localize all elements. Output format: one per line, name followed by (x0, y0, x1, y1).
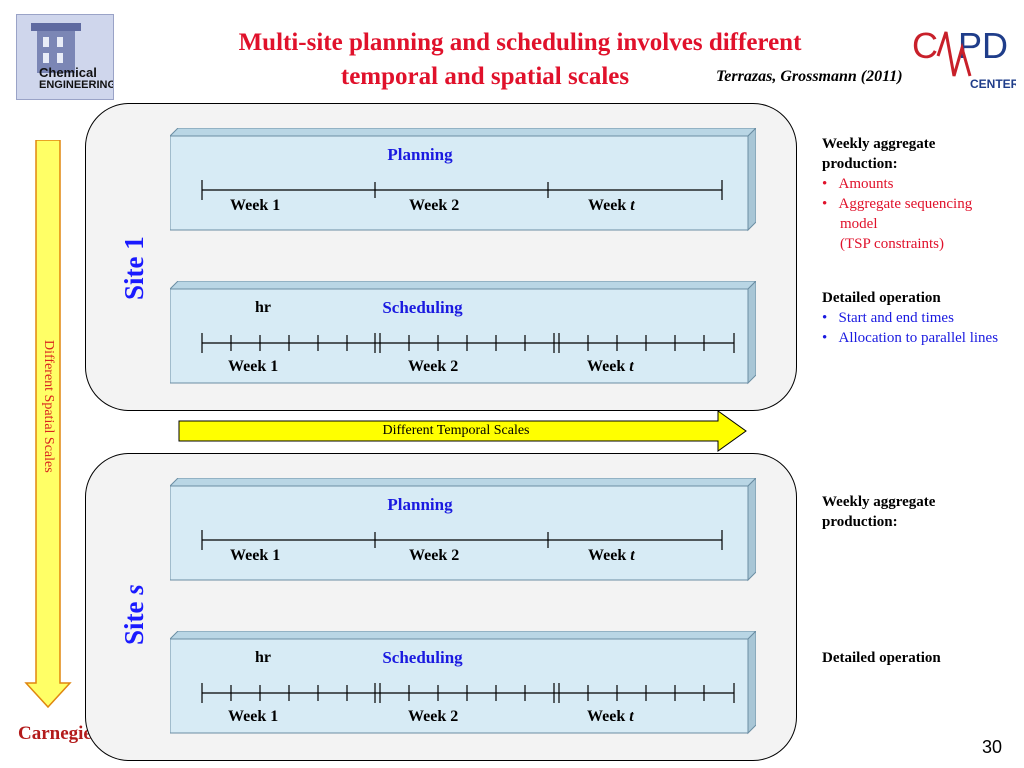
note-bullet-amounts: • Amounts (822, 176, 894, 192)
site-1-planning-box: Planning Week 1 Week 2 Week t (170, 128, 756, 232)
logo-text-engineering: ENGINEERING (39, 79, 114, 91)
scheduling-week-1: Week 1 (228, 708, 279, 725)
note-heading: Weekly aggregate production: (822, 494, 936, 530)
note-bullet-text: Amounts (838, 176, 894, 192)
note-bullet-times: • Start and end times (822, 310, 954, 326)
title-line-2: temporal and spatial scales (340, 63, 630, 90)
planning-week-1: Week 1 (230, 547, 281, 564)
site-s-scheduling-note: Detailed operation (822, 648, 1012, 668)
scheduling-week-t: Week t (587, 358, 634, 375)
scheduling-week-2: Week 2 (408, 708, 459, 725)
note-bullet-sequencing: • Aggregate sequencing model (822, 196, 973, 232)
planning-week-2: Week 2 (409, 197, 460, 214)
planning-week-t-text: Week t (588, 197, 635, 214)
scheduling-label: Scheduling (382, 648, 463, 667)
planning-week-2: Week 2 (409, 547, 460, 564)
site-s-label: Site s (119, 584, 149, 645)
site-1-label: Site 1 (119, 236, 149, 300)
page-number: 30 (981, 737, 1002, 757)
planning-label: Planning (387, 145, 453, 164)
carnegie-mellon-brand: Carnegie (18, 723, 92, 744)
spatial-scale-label: Different Spatial Scales (41, 340, 56, 473)
site-1-planning-note: Weekly aggregate production: • Amounts •… (822, 134, 1012, 254)
planning-label: Planning (387, 495, 453, 514)
planning-week-1: Week 1 (230, 197, 281, 214)
note-heading: Detailed operation (822, 290, 941, 306)
planning-week-t: Week t (588, 547, 635, 564)
note-heading: Weekly aggregate production: (822, 136, 936, 172)
note-bullet-text: Aggregate sequencing model (838, 196, 973, 232)
title-line-1: Multi-site planning and scheduling invol… (238, 29, 802, 56)
note-bullet-text: Start and end times (838, 310, 954, 326)
spatial-scale-arrow: Different Spatial Scales (24, 139, 72, 710)
hr-label: hr (255, 649, 271, 666)
temporal-scale-label: Different Temporal Scales (382, 423, 530, 438)
logo-text-chemical: Chemical (39, 65, 97, 80)
logo-center: CENTER (970, 77, 1016, 91)
capd-center-logo: C PD CENTER (908, 18, 1020, 98)
scheduling-label: Scheduling (382, 298, 463, 317)
citation: Terrazas, Grossmann (2011) (716, 68, 903, 85)
site-s-planning-box: Planning Week 1 Week 2 Week t (170, 478, 756, 582)
note-extra: (TSP constraints) (840, 236, 945, 252)
note-bullet-allocation: • Allocation to parallel lines (822, 330, 999, 346)
site-1-scheduling-box: hr Scheduling Week 1 Week 2 Week t (170, 281, 756, 385)
site-s-planning-note: Weekly aggregate production: (822, 492, 1012, 532)
note-heading: Detailed operation (822, 650, 941, 666)
planning-week-t: Week t (588, 197, 635, 215)
chemical-engineering-logo: Chemical ENGINEERING (16, 14, 114, 100)
note-bullet-text: Allocation to parallel lines (838, 330, 999, 346)
scheduling-week-t: Week t (587, 708, 634, 725)
site-s-scheduling-box: hr Scheduling Week 1 Week 2 Week t (170, 631, 756, 735)
scheduling-week-2: Week 2 (408, 358, 459, 375)
slide-title: Multi-site planning and scheduling invol… (150, 26, 890, 94)
logo-c: C (912, 25, 938, 66)
scheduling-week-1: Week 1 (228, 358, 279, 375)
site-1-scheduling-note: Detailed operation • Start and end times… (822, 288, 1012, 348)
hr-label: hr (255, 299, 271, 316)
temporal-scale-arrow: Different Temporal Scales (178, 410, 748, 452)
